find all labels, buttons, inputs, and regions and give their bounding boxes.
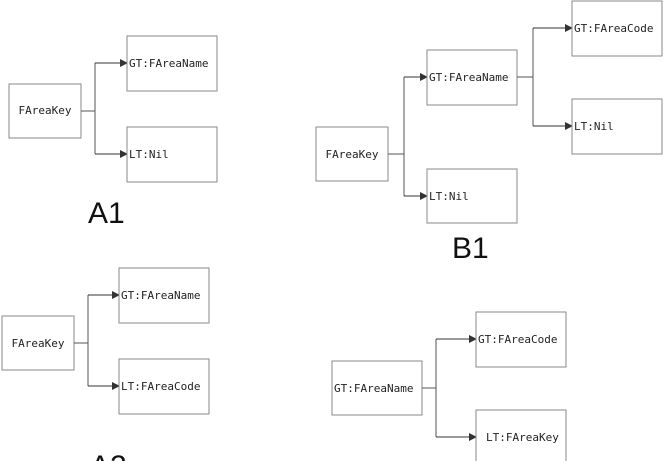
b2-lt-box: [475, 409, 567, 461]
b2-connector: [422, 339, 437, 437]
diagram-a1: FAreaKey GT:FAreaName LT:Nil A1: [8, 35, 218, 230]
b1-gt-label: GT:FAreaName: [429, 71, 508, 84]
b2-gt-box: [475, 311, 567, 368]
a2-gt-label: GT:FAreaName: [121, 289, 200, 302]
a2-caption: A2: [90, 450, 127, 461]
a1-gt-box: [126, 35, 218, 92]
a2-lt-label: LT:FAreaCode: [121, 380, 200, 393]
b2-gt-label: GT:FAreaCode: [478, 333, 557, 346]
b1-root-box: [315, 126, 389, 182]
a2-connector: [74, 295, 89, 386]
b1-gt-gt-label: GT:FAreaCode: [574, 22, 653, 35]
b1-root-label: FAreaKey: [326, 148, 379, 161]
a2-lt-box: [118, 358, 210, 415]
a1-caption: A1: [88, 197, 125, 230]
b1-sub-connector: [517, 28, 534, 126]
b1-gt-lt-box: [571, 98, 663, 155]
a1-root-box: [8, 83, 82, 139]
b1-gt-gt-box: [571, 0, 663, 57]
b2-root-box: [331, 360, 423, 416]
b1-connector: [388, 77, 405, 196]
b1-gt-lt-label: LT:Nil: [574, 120, 614, 133]
diagram-a2: FAreaKey GT:FAreaName LT:FAreaCode A2: [1, 267, 210, 461]
diagram-b2: GT:FAreaName GT:FAreaCode LT:FAreaKey: [331, 311, 567, 461]
b1-gt-box: [426, 49, 518, 106]
a1-lt-label: LT:Nil: [129, 148, 169, 161]
diagram-b1: FAreaKey GT:FAreaName LT:Nil GT:FAreaCod…: [315, 0, 663, 265]
a2-gt-box: [118, 267, 210, 324]
b2-lt-label: LT:FAreaKey: [486, 431, 559, 444]
b2-root-label: GT:FAreaName: [334, 382, 413, 395]
a1-lt-box: [126, 126, 218, 183]
b1-lt-box: [426, 168, 518, 224]
b1-caption: B1: [452, 232, 489, 265]
a2-root-box: [1, 315, 75, 371]
a1-connector: [81, 63, 96, 154]
b1-lt-label: LT:Nil: [429, 190, 469, 203]
a1-root-label: FAreaKey: [19, 104, 72, 117]
a1-gt-label: GT:FAreaName: [129, 57, 208, 70]
a2-root-label: FAreaKey: [12, 337, 65, 350]
